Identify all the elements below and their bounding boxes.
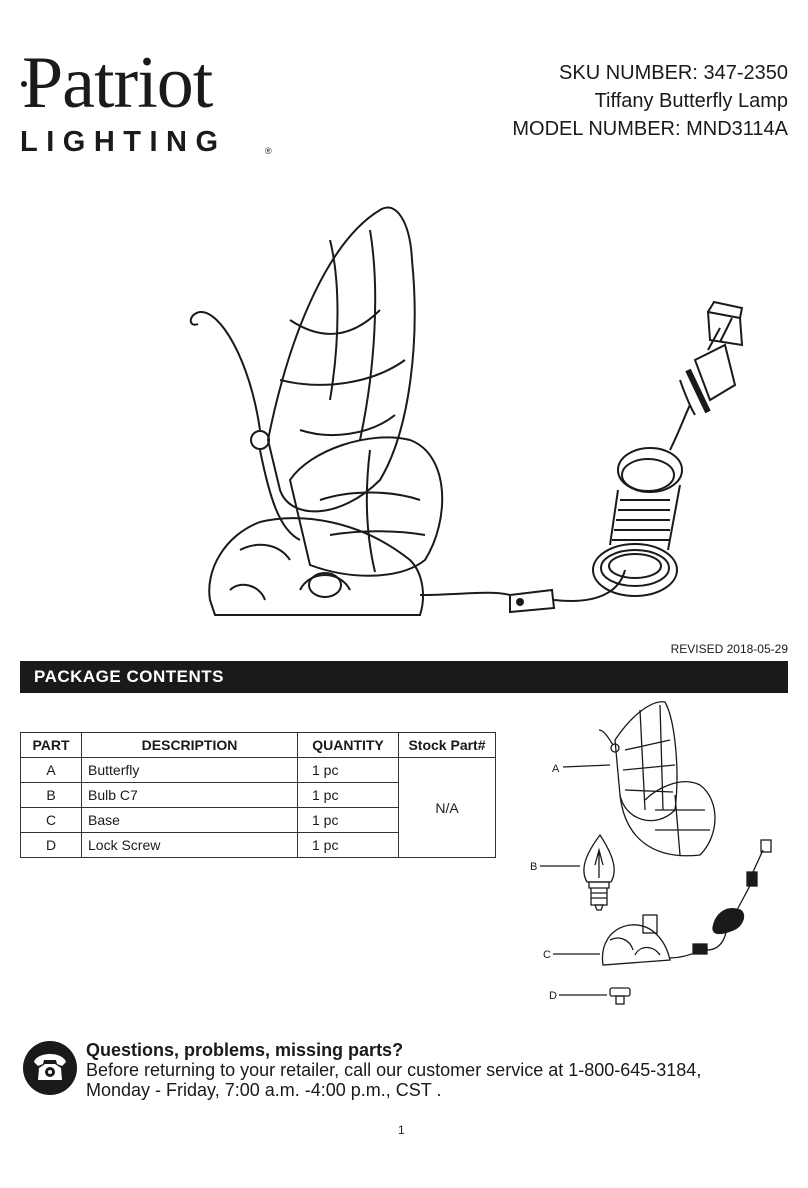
label-c: C [543,949,551,961]
sku-number: SKU NUMBER: 347-2350 [559,62,788,84]
contact-line-1: Before returning to your retailer, call … [86,1060,702,1080]
product-name: Tiffany Butterfly Lamp [594,90,788,112]
package-contents-table: PART DESCRIPTION QUANTITY Stock Part# A … [20,732,496,858]
parts-illustration: A B C D [530,701,772,1005]
label-a: A [552,763,560,775]
phone-icon [23,1041,77,1095]
table-row: C Base 1 pc [20,807,496,833]
page-number: 1 [398,1123,405,1137]
part-quantity: 1 pc [297,807,399,833]
table-row: D Lock Screw 1 pc [20,832,496,858]
part-quantity: 1 pc [297,757,399,783]
table-row: A Butterfly 1 pc N/A [20,757,496,858]
label-b: B [530,861,537,873]
part-description: Bulb C7 [81,782,298,808]
brand-sub: LIGHTING [20,126,227,158]
contact-body: Before returning to your retailer, call … [86,1060,701,1100]
stock-part-value: N/A [398,757,496,858]
part-description: Base [81,807,298,833]
table-header-row: PART DESCRIPTION QUANTITY Stock Part# [20,732,496,758]
label-d: D [549,990,557,1002]
contact-line-2: Monday - Friday, 7:00 a.m. -4:00 p.m., C… [86,1080,442,1100]
logo-dot [21,81,27,87]
part-quantity: 1 pc [297,782,399,808]
header-part: PART [20,732,82,758]
part-letter: A [20,757,82,783]
part-description: Butterfly [81,757,298,783]
header-quantity: QUANTITY [297,732,399,758]
registered-mark: ® [265,146,272,156]
revised-date: REVISED 2018-05-29 [670,642,788,656]
butterfly-lamp-illustration [189,206,744,616]
part-quantity: 1 pc [297,832,399,858]
header-description: DESCRIPTION [81,732,298,758]
part-letter: C [20,807,82,833]
model-number: MODEL NUMBER: MND3114A [512,118,788,140]
table-row: B Bulb C7 1 pc [20,782,496,808]
contact-title: Questions, problems, missing parts? [86,1040,404,1060]
part-letter: D [20,832,82,858]
section-title: PACKAGE CONTENTS [20,661,788,693]
part-description: Lock Screw [81,832,298,858]
part-letter: B [20,782,82,808]
brand-name: Patriot [22,42,213,124]
header-stock-part: Stock Part# [398,732,496,758]
